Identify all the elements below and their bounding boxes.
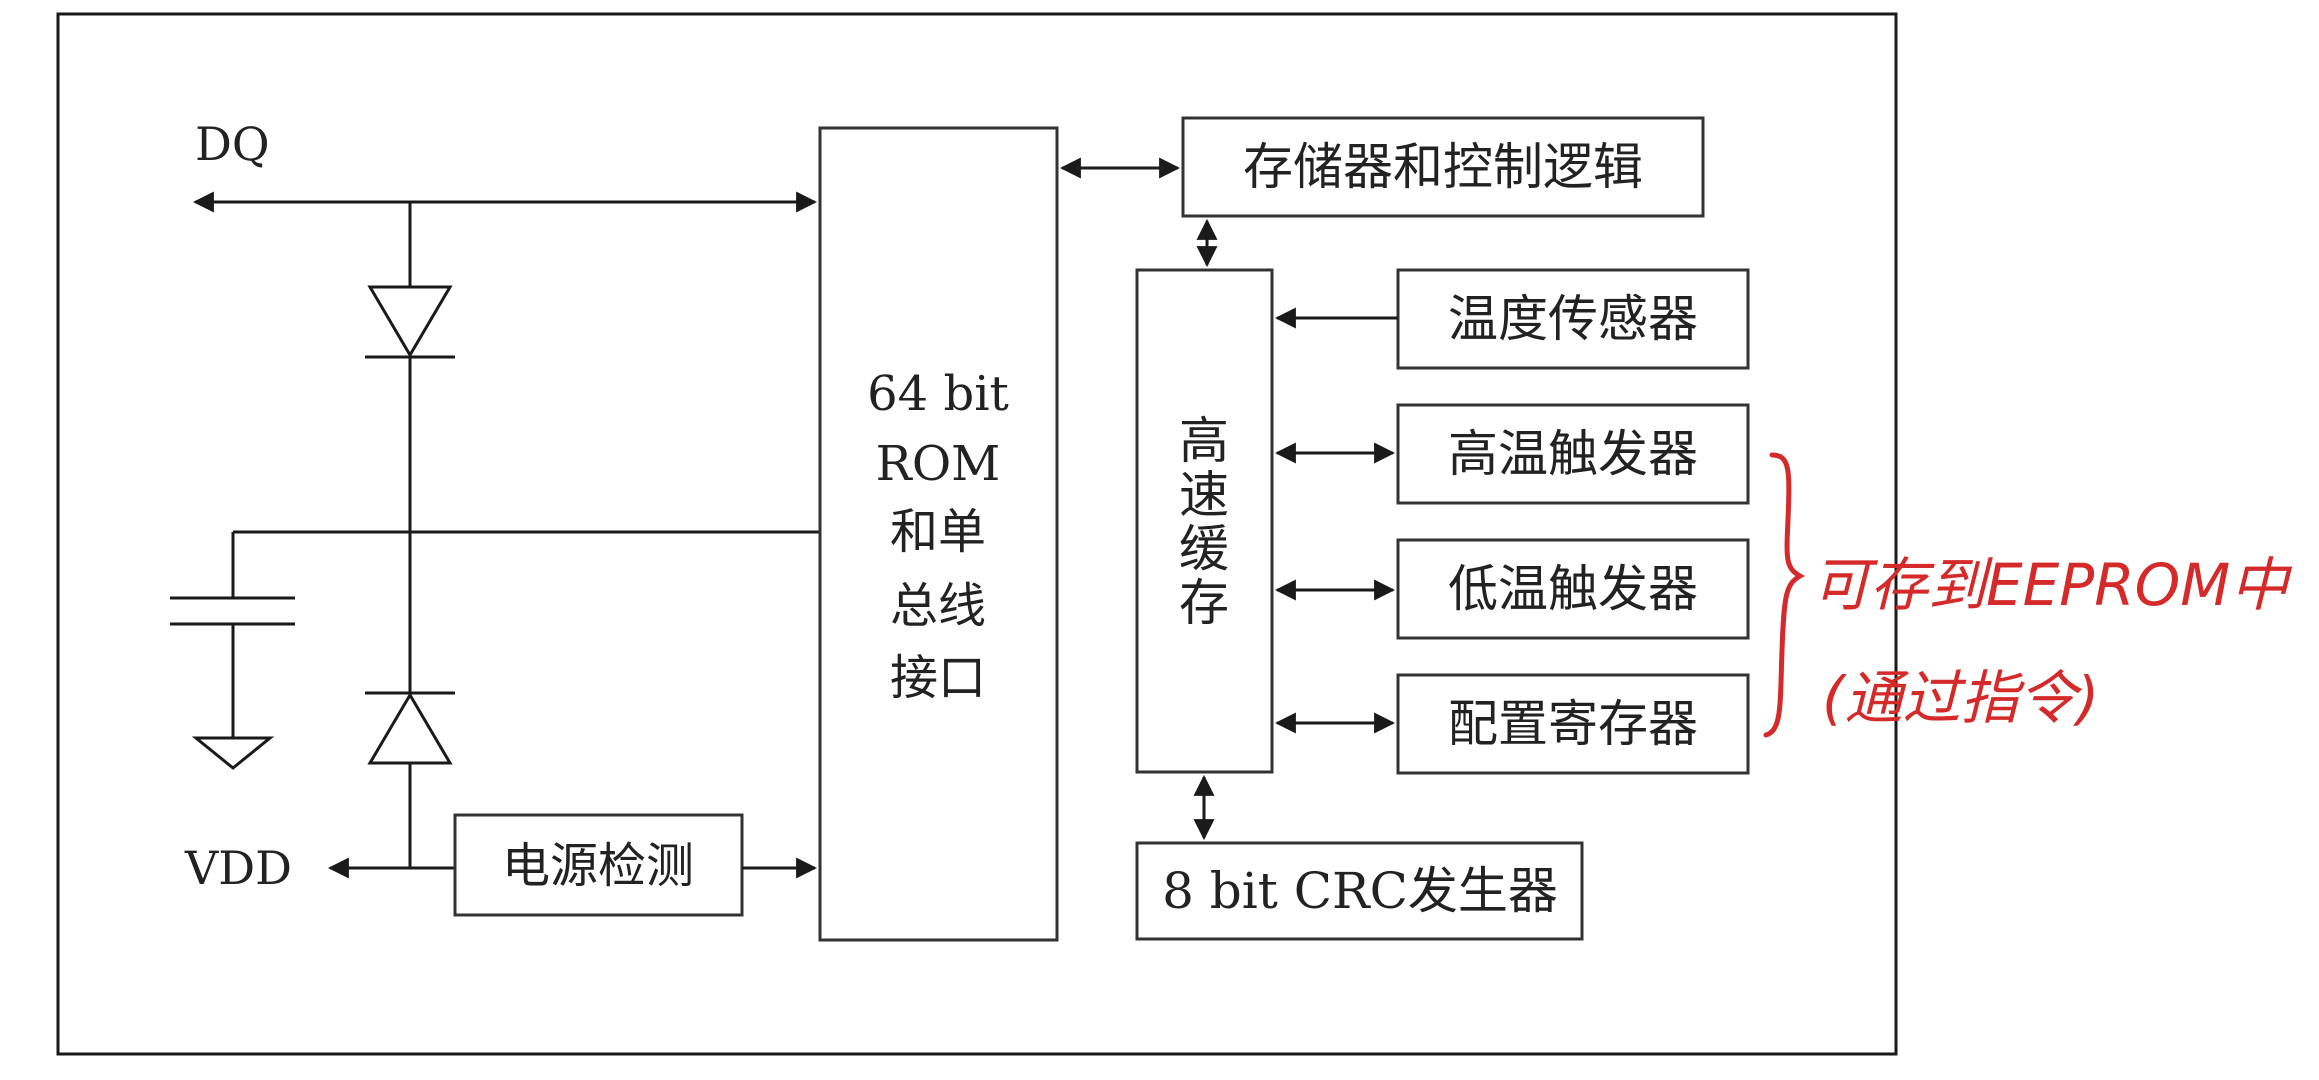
annotation-brace [1763,452,1806,738]
rom-line3: 和单 [890,504,986,560]
crc-generator-label: 8 bit CRC发生器 [1162,862,1558,920]
power-detect-box [453,813,744,917]
annotation-line2: (通过指令) [1822,664,2099,732]
scratchpad-char-1: 高 [1179,412,1229,470]
memory-control-box [1181,116,1705,218]
config-register-box [1396,673,1750,775]
diode-upper [365,285,455,359]
scratchpad-char-2: 速 [1179,466,1229,524]
scratchpad-box [1135,268,1274,774]
temp-sensor-box [1396,268,1750,370]
high-trigger-label: 高温触发器 [1448,425,1698,483]
crc-generator-box [1135,841,1584,941]
high-trigger-box [1396,403,1750,505]
temp-sensor-label: 温度传感器 [1448,290,1698,348]
ground-symbol [191,736,275,770]
low-trigger-box [1396,538,1750,640]
dq-label: DQ [195,117,270,171]
low-trigger-label: 低温触发器 [1448,560,1698,618]
memory-control-label: 存储器和控制逻辑 [1243,138,1643,196]
diode-lower [365,691,455,765]
outer-frame [56,12,1898,1056]
rom-line1: 64 bit [867,366,1009,422]
rom-line2: ROM [876,436,1001,492]
config-register-label: 配置寄存器 [1448,695,1698,753]
power-detect-label: 电源检测 [502,838,694,894]
rom-line4: 总线 [890,578,986,634]
vdd-label: VDD [184,841,292,895]
annotation-line1: 可存到EEPROM中 [1812,551,2292,619]
scratchpad-char-3: 缓 [1179,520,1229,578]
rom-interface-block [818,126,1059,942]
rom-line5: 接口 [890,650,986,706]
capacitor [170,596,295,626]
scratchpad-char-4: 存 [1179,574,1229,632]
